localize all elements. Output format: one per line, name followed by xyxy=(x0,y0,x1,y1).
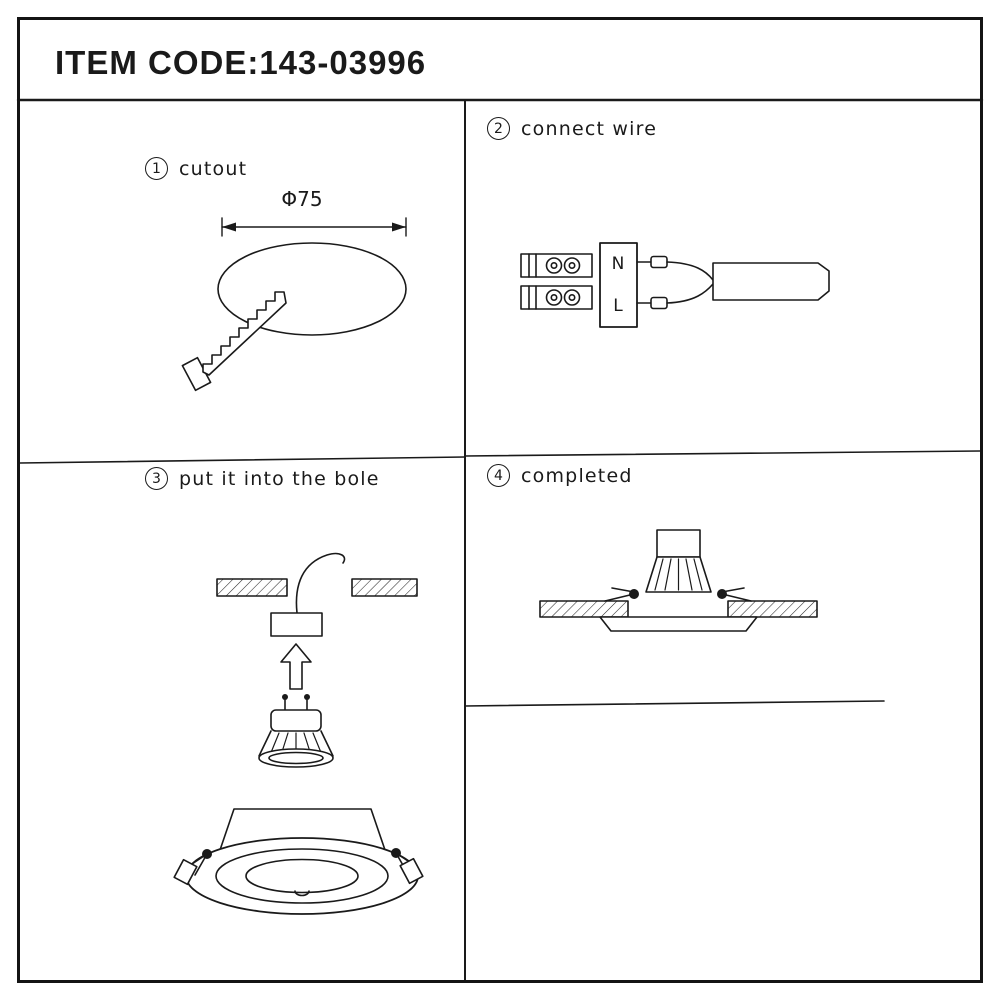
step-1-label: 1 cutout xyxy=(145,157,247,180)
completed-diagram xyxy=(539,529,818,632)
terminal-l-label: L xyxy=(613,296,623,316)
cutout-diagram xyxy=(181,217,407,392)
step-3-number-badge: 3 xyxy=(145,467,168,490)
cable xyxy=(712,262,830,301)
step-1-text: cutout xyxy=(179,157,248,180)
step-3-text: put it into the bole xyxy=(179,467,380,490)
downlight-fixture xyxy=(173,808,424,915)
supply-wire xyxy=(295,552,346,614)
step-4-text: completed xyxy=(521,464,633,487)
install-diagram xyxy=(173,552,424,915)
lamp-rear-housing xyxy=(656,529,701,558)
dimension-arrow xyxy=(221,217,407,237)
step-3-label: 3 put it into the bole xyxy=(145,467,380,490)
item-code-title: ITEM CODE:143-03996 xyxy=(55,44,427,81)
terminal-n-label: N xyxy=(612,254,625,274)
wire-ferrules xyxy=(520,253,593,310)
step-4-label: 4 completed xyxy=(487,464,633,487)
step-2-text: connect wire xyxy=(521,117,658,140)
ceiling-right-section xyxy=(727,600,818,618)
diameter-label: Φ75 xyxy=(281,187,322,211)
connector-box xyxy=(270,612,323,637)
ceiling-left-section xyxy=(539,600,629,618)
lead-wires xyxy=(636,255,714,310)
saw-blade xyxy=(202,291,287,376)
ceiling-right-section xyxy=(351,578,418,597)
ceiling-left-section xyxy=(216,578,288,597)
connect-wire-diagram xyxy=(520,242,830,328)
up-arrow xyxy=(280,643,312,690)
gu10-lamp xyxy=(258,694,334,768)
terminal-block xyxy=(599,242,638,328)
step-1-number-badge: 1 xyxy=(145,157,168,180)
step-2-label: 2 connect wire xyxy=(487,117,657,140)
step-2-number-badge: 2 xyxy=(487,117,510,140)
panel-dividers xyxy=(16,98,984,982)
trim-ring xyxy=(599,616,758,632)
cutout-hole xyxy=(217,242,407,336)
step-4-number-badge: 4 xyxy=(487,464,510,487)
